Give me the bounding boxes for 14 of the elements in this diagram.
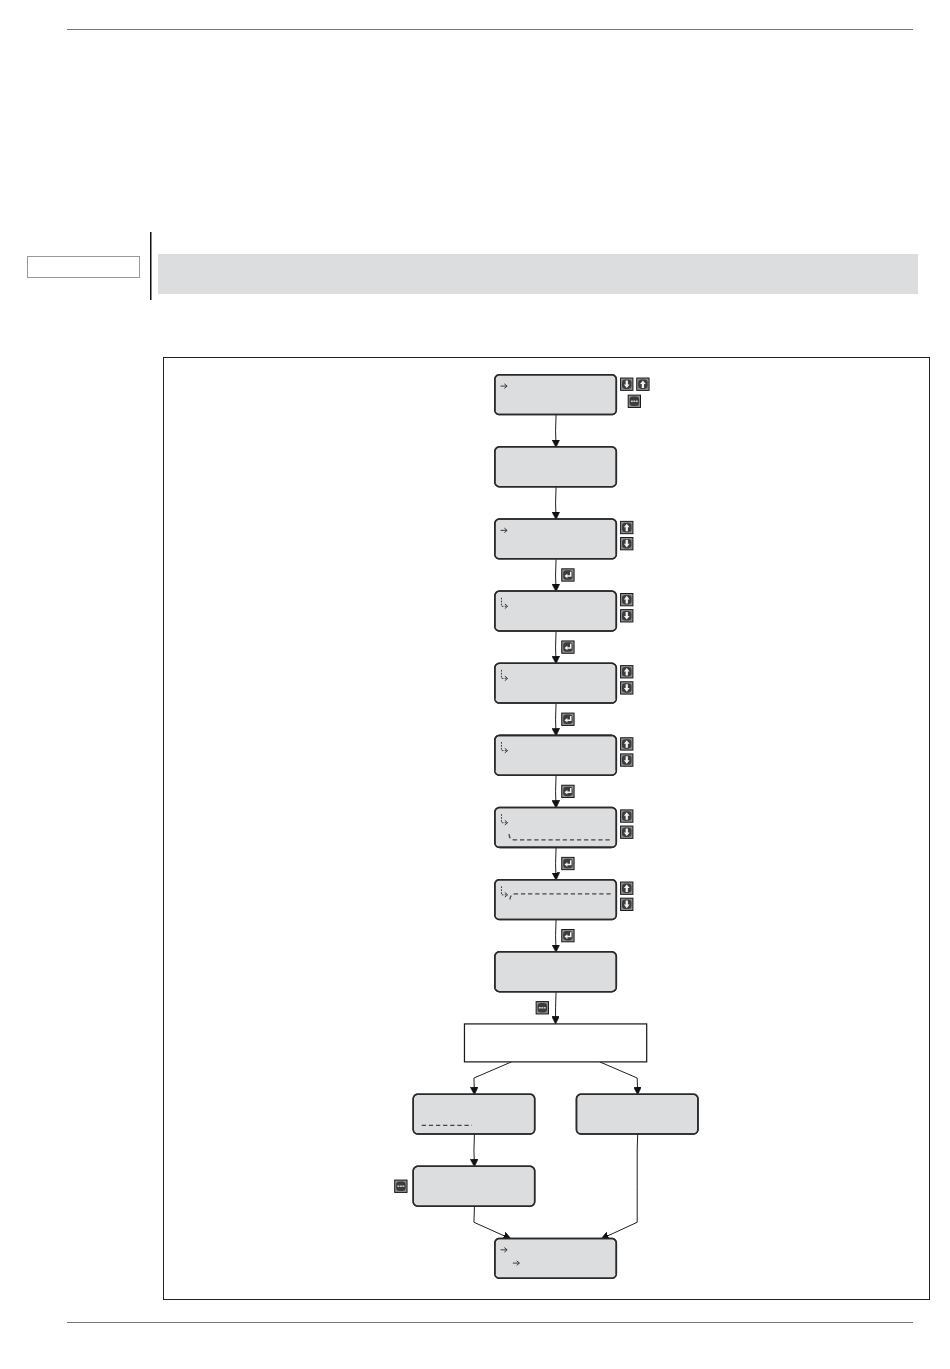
display-screen bbox=[494, 734, 618, 776]
display-screen bbox=[494, 806, 618, 849]
display-screen bbox=[575, 1093, 699, 1135]
display-screen bbox=[494, 446, 618, 488]
display-screen bbox=[494, 951, 618, 993]
display-screen bbox=[494, 1237, 618, 1280]
display-screen bbox=[412, 1093, 536, 1135]
display-screen bbox=[494, 878, 618, 921]
display-screen bbox=[494, 662, 618, 704]
display-screen bbox=[494, 373, 618, 416]
display-screen bbox=[494, 590, 618, 632]
display-screen bbox=[412, 1165, 536, 1207]
process-box bbox=[464, 1023, 648, 1063]
display-screen bbox=[494, 518, 618, 560]
